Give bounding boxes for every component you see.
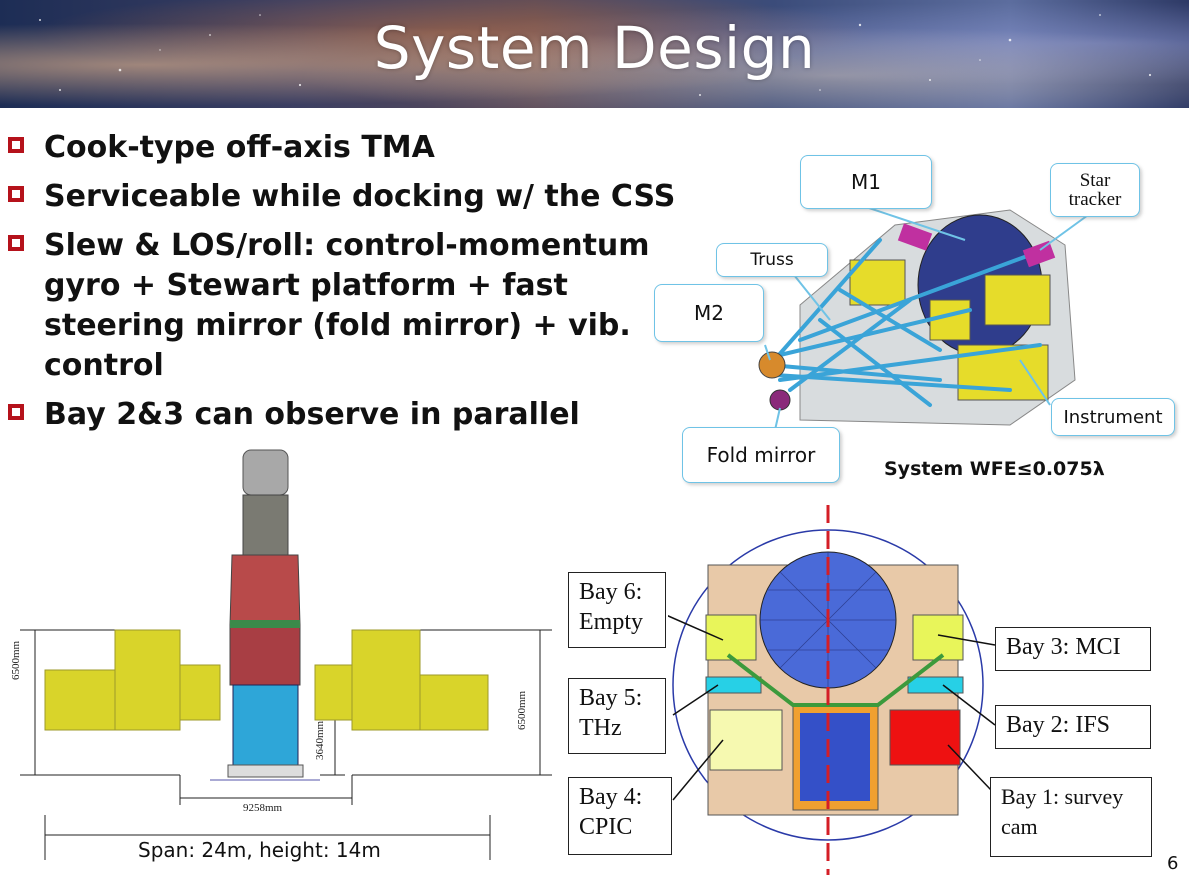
bullet-item: Serviceable while docking w/ the CSS [8,177,688,217]
bay4-label: Bay 4: CPIC [568,777,672,855]
body-height-dimension: 3640mm [314,720,326,760]
title-banner: System Design [0,0,1189,108]
bullet-square-icon [8,137,24,153]
span-label: Span: 24m, height: 14m [130,836,389,864]
instrument-callout: Instrument [1051,398,1175,436]
bullet-text: Slew & LOS/roll: control-momentum gyro +… [44,228,650,383]
bay-layout-drawing [668,505,996,875]
right-height-dimension: 6500mm [516,690,528,730]
fold-mirror-callout: Fold mirror [682,427,840,483]
star-tracker-label: Star tracker [1068,170,1122,210]
bullet-text: Cook-type off-axis TMA [44,130,435,165]
page-number: 6 [1167,853,1179,874]
fold-mirror-label: Fold mirror [706,443,816,467]
bullet-item: Cook-type off-axis TMA [8,128,688,168]
wfe-text: System WFE≤0.075λ [884,458,1105,480]
left-height-dimension: 6500mm [10,640,22,680]
bullet-text: Serviceable while docking w/ the CSS [44,179,676,214]
page-title: System Design [373,14,816,82]
truss-label: Truss [750,250,794,270]
m1-label: M1 [851,170,881,194]
body-width-dimension: 9258mm [243,802,283,814]
telescope-drawing [758,204,1096,431]
bay1-label: Bay 1: survey cam [990,777,1152,857]
bullet-item: Slew & LOS/roll: control-momentum gyro +… [8,226,688,386]
bullet-square-icon [8,235,24,251]
bay6-label: Bay 6: Empty [568,572,666,648]
m1-callout: M1 [800,155,932,209]
instrument-label: Instrument [1063,406,1163,428]
starfield-background [39,14,1152,96]
bay5-label: Bay 5: THz [568,678,666,754]
spacecraft-drawing [20,449,552,860]
bay3-label: Bay 3: MCI [995,627,1151,671]
bullet-text: Bay 2&3 can observe in parallel [44,397,580,432]
bay2-label: Bay 2: IFS [995,705,1151,749]
m2-callout: M2 [654,284,764,342]
bullet-list: Cook-type off-axis TMA Serviceable while… [8,128,688,444]
star-tracker-callout: Star tracker [1050,163,1140,217]
bullet-square-icon [8,404,24,420]
bullet-square-icon [8,186,24,202]
truss-callout: Truss [716,243,828,277]
m2-label: M2 [694,301,724,325]
bullet-item: Bay 2&3 can observe in parallel [8,395,688,435]
